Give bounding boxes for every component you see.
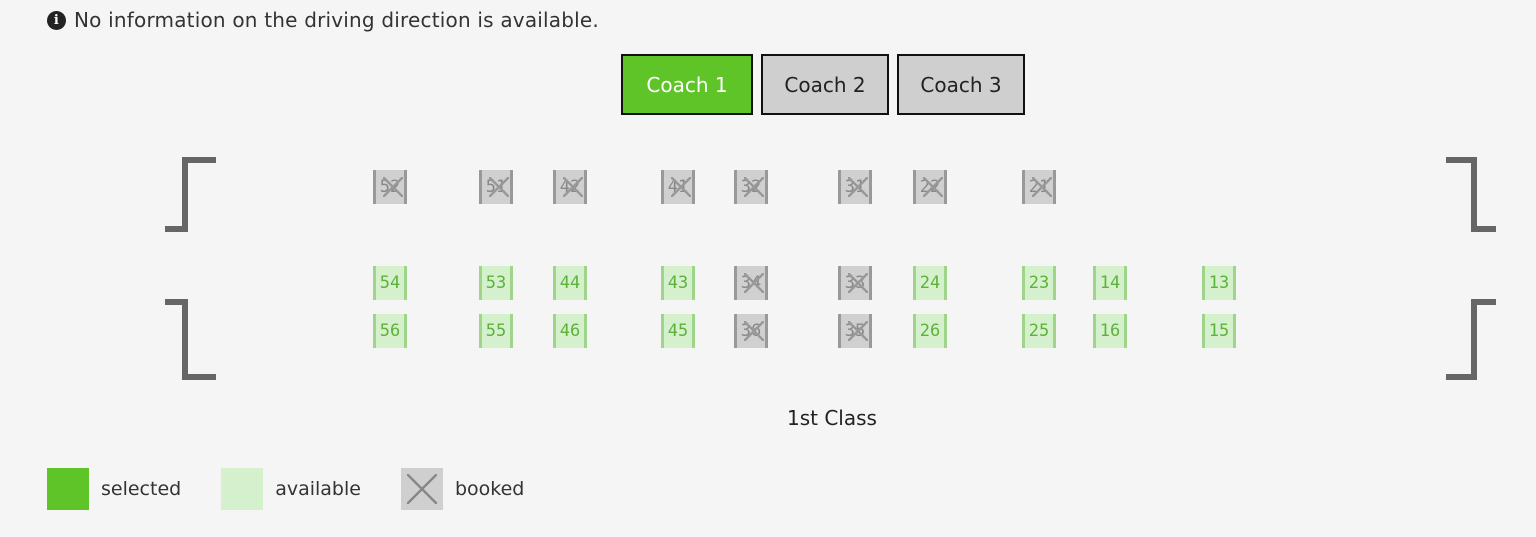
- seat-14[interactable]: 14: [1093, 266, 1127, 300]
- seat-42: 42: [553, 170, 587, 204]
- driving-direction-text: No information on the driving direction …: [74, 8, 599, 32]
- seat-43[interactable]: 43: [661, 266, 695, 300]
- seat-45[interactable]: 45: [661, 314, 695, 348]
- tab-coach-3[interactable]: Coach 3: [897, 54, 1025, 115]
- seat-13[interactable]: 13: [1202, 266, 1236, 300]
- legend-selected: selected: [47, 468, 181, 510]
- seat-46[interactable]: 46: [553, 314, 587, 348]
- seat-21: 21: [1022, 170, 1056, 204]
- seat-52: 52: [373, 170, 407, 204]
- seat-16[interactable]: 16: [1093, 314, 1127, 348]
- door-bracket-top-left: [165, 157, 216, 232]
- seat-55[interactable]: 55: [479, 314, 513, 348]
- seat-31: 31: [838, 170, 872, 204]
- seat-32: 32: [734, 170, 768, 204]
- class-label: 1st Class: [787, 406, 877, 430]
- legend-available-label: available: [275, 478, 361, 500]
- booked-swatch: [400, 468, 443, 510]
- legend: selected available booked: [47, 468, 564, 510]
- coach-tabs: Coach 1 Coach 2 Coach 3: [621, 54, 1025, 115]
- legend-booked-label: booked: [454, 478, 525, 500]
- seat-41: 41: [661, 170, 695, 204]
- seat-35: 35: [838, 314, 872, 348]
- driving-direction-notice: i No information on the driving directio…: [47, 8, 599, 32]
- legend-available: available: [221, 468, 361, 510]
- seat-33: 33: [838, 266, 872, 300]
- seat-44[interactable]: 44: [553, 266, 587, 300]
- seat-36: 36: [734, 314, 768, 348]
- door-bracket-top-right: [1446, 157, 1496, 232]
- door-bracket-bottom-right: [1446, 299, 1496, 380]
- seat-25[interactable]: 25: [1022, 314, 1056, 348]
- seat-26[interactable]: 26: [913, 314, 947, 348]
- info-icon: i: [47, 10, 66, 30]
- seat-23[interactable]: 23: [1022, 266, 1056, 300]
- door-bracket-bottom-left: [165, 299, 216, 380]
- tab-coach-2[interactable]: Coach 2: [761, 54, 889, 115]
- seat-24[interactable]: 24: [913, 266, 947, 300]
- seat-51: 51: [479, 170, 513, 204]
- seat-22: 22: [913, 170, 947, 204]
- seat-15[interactable]: 15: [1202, 314, 1236, 348]
- seat-53[interactable]: 53: [479, 266, 513, 300]
- legend-selected-label: selected: [101, 478, 182, 500]
- legend-booked: booked: [400, 468, 525, 510]
- seat-34: 34: [734, 266, 768, 300]
- available-swatch: [221, 468, 264, 510]
- seat-54[interactable]: 54: [373, 266, 407, 300]
- seat-56[interactable]: 56: [373, 314, 407, 348]
- tab-coach-1[interactable]: Coach 1: [621, 54, 753, 115]
- selected-swatch: [47, 468, 89, 510]
